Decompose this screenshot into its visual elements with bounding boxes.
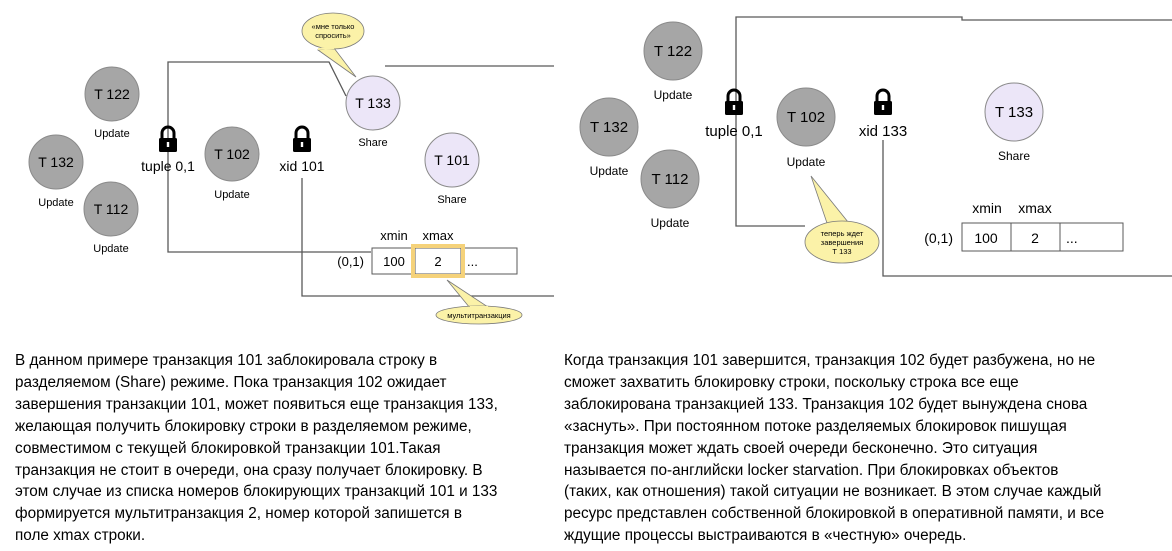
left-tuple-xmin-value: 100 (383, 254, 405, 269)
left-node-t102: T 102 Update (204, 126, 260, 201)
right-node-t132-name: T 132 (590, 119, 628, 136)
right-node-t133: T 133 Share (984, 82, 1044, 163)
lock-diagram: «мне только спросить» T 122 Update T 132… (28, 12, 1172, 325)
right-node-t122-mode: Update (654, 88, 693, 102)
right-node-t102-mode: Update (787, 155, 826, 169)
right-tuple-xmax-value: 2 (1031, 230, 1039, 246)
right-node-t122-name: T 122 (654, 43, 692, 60)
left-tuple-label: (0,1) (337, 254, 364, 269)
right-tuple-xmin-value: 100 (974, 230, 998, 246)
left-node-t132: T 132 Update (28, 134, 84, 209)
right-node-t133-mode: Share (998, 149, 1030, 163)
right-tuple-xmin-header: xmin (972, 200, 1002, 216)
right-panel: T 122 Update T 132 Update T 112 Update T… (579, 16, 1172, 277)
right-node-t102-name: T 102 (787, 109, 825, 126)
left-node-t122-name: T 122 (94, 86, 130, 102)
right-callout-t102-line1: теперь ждет (821, 229, 864, 238)
right-lock-tuple: tuple 0,1 (705, 88, 763, 140)
left-tuple-xmax-header: xmax (422, 228, 454, 243)
left-node-t132-name: T 132 (38, 154, 74, 170)
left-panel: «мне только спросить» T 122 Update T 132… (28, 12, 554, 325)
right-callout-t102-line3: Т 133 (832, 247, 851, 256)
left-lock-tuple: tuple 0,1 (141, 125, 195, 174)
padlock-icon (872, 88, 894, 117)
padlock-icon (723, 88, 745, 117)
left-description: В данном примере транзакция 101 заблокир… (15, 352, 498, 545)
left-lock-xid: xid 101 (279, 125, 325, 174)
right-node-t122: T 122 Update (643, 21, 703, 102)
right-callout-t102-line2: завершения (821, 238, 863, 247)
right-node-t112-mode: Update (651, 216, 690, 230)
left-node-t112-mode: Update (93, 243, 128, 255)
left-lock-tuple-label: tuple 0,1 (141, 158, 195, 174)
left-tuple-rest-value: ... (467, 254, 478, 269)
left-callout-multixact: мультитранзакция (435, 279, 523, 325)
right-node-t112-name: T 112 (652, 171, 689, 188)
right-node-t112: T 112 Update (640, 149, 700, 230)
left-node-t133-mode: Share (358, 137, 387, 149)
right-description: Когда транзакция 101 завершится, транзак… (564, 352, 1105, 545)
padlock-icon (291, 125, 313, 154)
right-connector-lines (735, 16, 1172, 277)
right-node-t102: T 102 Update (776, 87, 836, 169)
left-node-t122: T 122 Update (84, 66, 140, 140)
right-tuple-label: (0,1) (924, 230, 953, 246)
left-node-t101-name: T 101 (434, 152, 470, 168)
right-node-t132-mode: Update (590, 164, 629, 178)
left-node-t102-mode: Update (214, 189, 249, 201)
left-callout-t133: «мне только спросить» (301, 12, 365, 78)
left-node-t101-mode: Share (437, 194, 466, 206)
right-tuple-rest-value: ... (1066, 230, 1078, 246)
left-callout-t133-line1: «мне только (312, 22, 355, 31)
right-tuple-xmax-header: xmax (1018, 200, 1051, 216)
left-tuple-xmin-header: xmin (380, 228, 407, 243)
left-node-t102-name: T 102 (214, 146, 250, 162)
right-lock-xid-label: xid 133 (859, 123, 907, 140)
multixact-highlight (411, 244, 465, 278)
left-tuple-xmax-value: 2 (434, 254, 441, 269)
left-node-t133-name: T 133 (355, 95, 391, 111)
left-tuple-row: xmin xmax (0,1) 100 2 ... (337, 228, 518, 278)
left-connector-lines (167, 61, 554, 297)
left-node-t112: T 112 Update (83, 181, 139, 255)
left-callout-t133-line2: спросить» (315, 31, 351, 40)
left-node-t112-name: T 112 (94, 201, 129, 217)
left-node-t101: T 101 Share (424, 132, 480, 206)
left-lock-xid-label: xid 101 (279, 158, 324, 174)
right-tuple-row: xmin xmax (0,1) 100 2 ... (924, 200, 1124, 252)
right-lock-tuple-label: tuple 0,1 (705, 123, 763, 140)
right-node-t132: T 132 Update (579, 97, 639, 178)
left-node-t133: T 133 Share (345, 75, 401, 149)
right-node-t133-name: T 133 (995, 104, 1033, 121)
left-node-t132-mode: Update (38, 197, 73, 209)
left-node-t122-mode: Update (94, 128, 129, 140)
left-callout-multixact-text: мультитранзакция (447, 311, 511, 320)
right-lock-xid: xid 133 (859, 88, 907, 140)
right-callout-t102: теперь ждет завершения Т 133 (804, 175, 880, 264)
